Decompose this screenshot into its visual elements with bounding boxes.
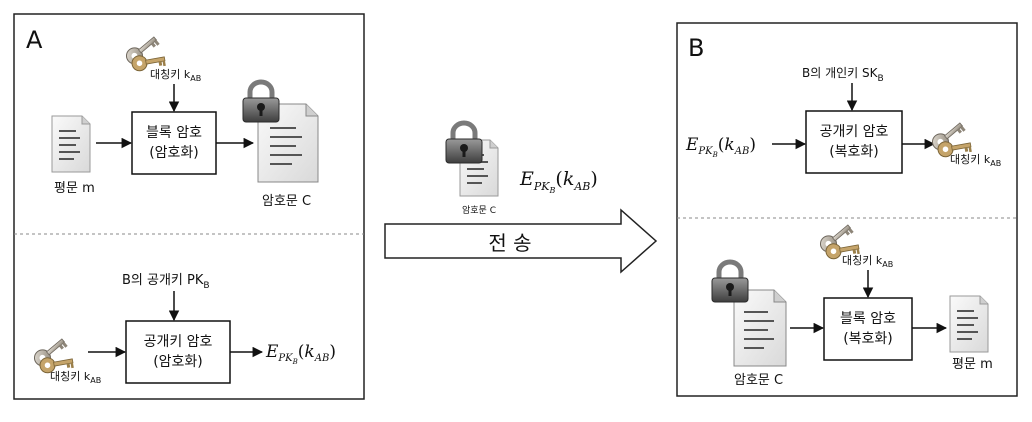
transmitted-ciphertext-label: 암호문 C: [462, 204, 496, 216]
panel-a-label: A: [26, 26, 43, 54]
lock-icon: [446, 123, 482, 163]
panel-b-label: B: [688, 34, 704, 62]
transfer-section: 암호문 C EPKB(kAB) 전 송: [384, 123, 658, 274]
block-cipher-title: 블록 암호: [146, 125, 202, 141]
panel-a: A 대칭키 kAB 블록 암호 (암호화) 평문 m 암호문 C B의 공개키 …: [13, 13, 365, 400]
block-cipher-decrypt-box: [823, 297, 913, 361]
pk-cipher-mode: (암호화): [153, 354, 203, 370]
sym-key-label: 대칭키 kAB: [950, 153, 1001, 168]
plaintext-document-icon: [949, 295, 989, 353]
plaintext-label: 평문 m: [54, 181, 95, 196]
sym-key-label: 대칭키 kAB: [50, 370, 101, 385]
pk-cipher-mode: (복호화): [829, 144, 879, 160]
block-cipher-encrypt-box: [131, 111, 217, 175]
pk-cipher-title: 공개키 암호: [144, 334, 213, 350]
encrypted-key-formula: EPKB(kAB): [265, 342, 336, 366]
sym-key-label: 대칭키 kAB: [150, 68, 201, 83]
pk-cipher-title: 공개키 암호: [820, 124, 889, 140]
pk-cipher-decrypt-box: [805, 110, 903, 174]
pk-cipher-encrypt-box: [125, 320, 231, 384]
ciphertext-label: 암호문 C: [262, 194, 311, 209]
private-key-label: B의 개인키 SKB: [802, 66, 884, 84]
transfer-label: 전 송: [488, 231, 531, 255]
plaintext-document-icon: [51, 115, 91, 173]
block-cipher-mode: (복호화): [843, 331, 893, 347]
public-key-label: B의 공개키 PKB: [122, 273, 210, 291]
block-cipher-title: 블록 암호: [840, 311, 896, 327]
block-cipher-mode: (암호화): [149, 145, 199, 161]
ciphertext-document-icon: [733, 289, 787, 367]
transfer-arrow: [384, 208, 658, 274]
panel-b: B B의 개인키 SKB 공개키 암호 (복호화) EPKB(kAB) 대칭키 …: [676, 22, 1018, 397]
sym-key-label: 대칭키 kAB: [842, 254, 893, 269]
plaintext-label: 평문 m: [952, 357, 993, 372]
transmitted-formula: EPKB(kAB): [519, 168, 598, 195]
received-formula: EPKB(kAB): [685, 135, 756, 159]
ciphertext-label: 암호문 C: [734, 373, 783, 388]
ciphertext-document-icon: [257, 103, 319, 183]
